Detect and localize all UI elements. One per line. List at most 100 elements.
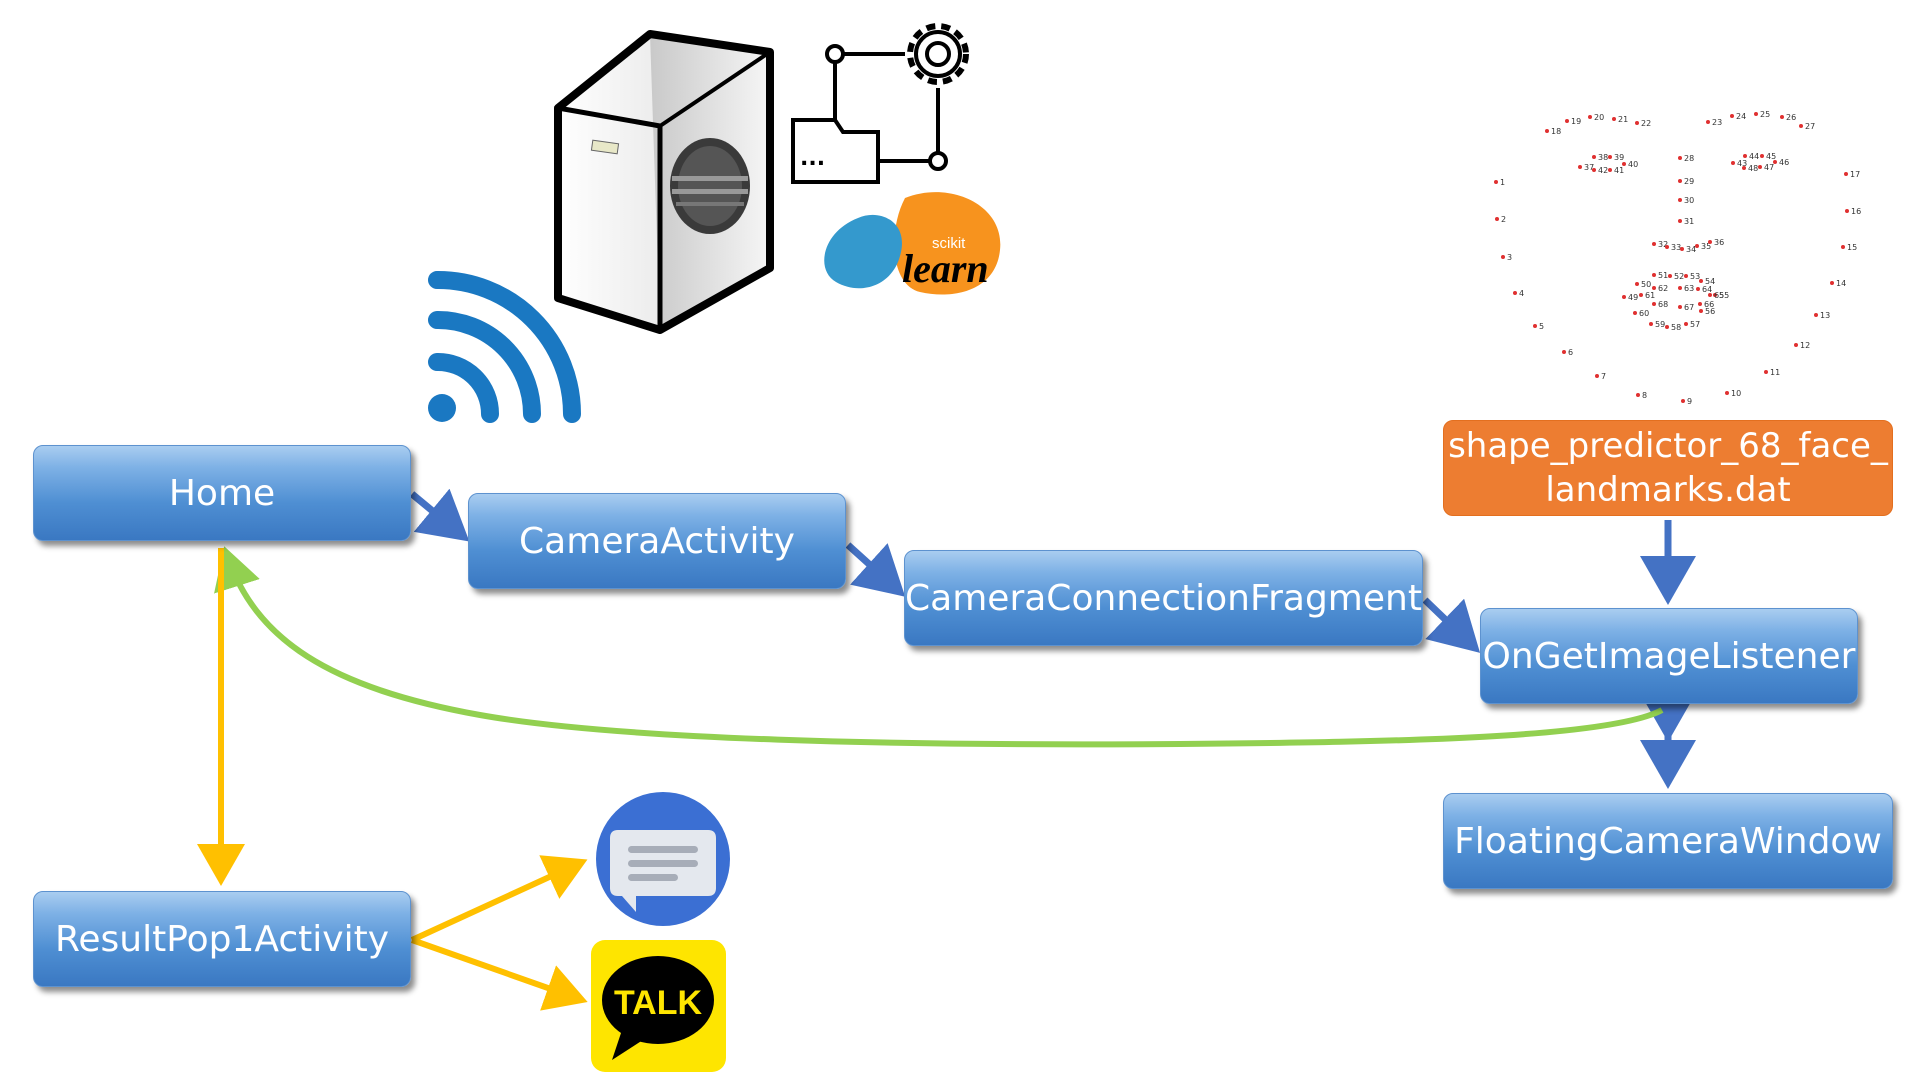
landmark-point [1592, 168, 1596, 172]
landmark-label: 9 [1687, 397, 1692, 406]
landmark-label: 34 [1686, 245, 1696, 254]
landmark-point [1743, 154, 1747, 158]
config-dots: ... [800, 146, 825, 171]
landmark-label: 11 [1770, 368, 1780, 377]
landmark-point [1699, 309, 1703, 313]
landmark-label: 12 [1800, 341, 1810, 350]
landmark-label: 66 [1704, 300, 1714, 309]
landmark-label: 63 [1684, 284, 1694, 293]
landmark-label: 64 [1702, 285, 1712, 294]
landmark-label: 7 [1601, 372, 1606, 381]
shape-predictor-line1: shape_predictor_68_face_ [1448, 426, 1888, 466]
landmark-label: 51 [1658, 271, 1668, 280]
landmark-label: 33 [1671, 243, 1681, 252]
landmark-label: 31 [1684, 217, 1694, 226]
landmark-point [1533, 324, 1537, 328]
landmark-label: 59 [1655, 320, 1665, 329]
landmark-point [1633, 311, 1637, 315]
landmark-label: 18 [1551, 127, 1561, 136]
camera-connection-fragment-label: CameraConnectionFragment [905, 577, 1422, 619]
landmark-label: 27 [1805, 122, 1815, 131]
landmark-point [1730, 114, 1734, 118]
landmark-point [1513, 291, 1517, 295]
landmark-label: 35 [1701, 242, 1711, 251]
landmark-point [1684, 274, 1688, 278]
landmark-label: 8 [1642, 391, 1647, 400]
node-camera-connection-fragment: CameraConnectionFragment [904, 550, 1423, 646]
landmark-label: 49 [1628, 293, 1638, 302]
landmark-label: 23 [1712, 118, 1722, 127]
landmark-point [1652, 286, 1656, 290]
landmark-point [1696, 287, 1700, 291]
landmark-label: 24 [1736, 112, 1746, 121]
landmark-label: 4 [1519, 289, 1524, 298]
messages-app-icon [596, 792, 730, 926]
landmark-point [1665, 325, 1669, 329]
landmark-point [1678, 179, 1682, 183]
landmark-point [1814, 313, 1818, 317]
landmark-point [1725, 391, 1729, 395]
landmark-label: 58 [1671, 323, 1681, 332]
landmark-point [1680, 247, 1684, 251]
landmark-label: 26 [1786, 113, 1796, 122]
scikit-learn-logo: scikit learn [824, 192, 1001, 295]
arrow-cameraactivity-to-fragment [845, 542, 906, 597]
landmark-point [1545, 129, 1549, 133]
landmark-point [1562, 350, 1566, 354]
landmark-label: 3 [1507, 253, 1512, 262]
landmark-label: 50 [1641, 280, 1651, 289]
landmark-label: 6 [1568, 348, 1573, 357]
arrow-result-to-kakaotalk [411, 937, 588, 1011]
landmark-point [1635, 121, 1639, 125]
landmark-point [1636, 393, 1640, 397]
landmark-point [1622, 162, 1626, 166]
kakaotalk-icon: TALK [591, 940, 726, 1072]
landmark-point [1595, 374, 1599, 378]
landmark-label: 21 [1618, 115, 1628, 124]
kakao-talk-label: TALK [614, 984, 703, 1022]
landmark-point [1684, 322, 1688, 326]
landmark-label: 20 [1594, 113, 1604, 122]
landmark-label: 62 [1658, 284, 1668, 293]
arrow-listener-to-home [214, 546, 1664, 748]
landmark-label: 43 [1737, 159, 1747, 168]
landmark-label: 42 [1598, 166, 1608, 175]
landmark-label: 56 [1705, 307, 1715, 316]
landmark-point [1678, 286, 1682, 290]
landmark-label: 36 [1714, 238, 1724, 247]
landmark-point [1501, 255, 1505, 259]
landmark-label: 10 [1731, 389, 1741, 398]
arrow-fragment-to-listener [1422, 597, 1481, 653]
landmark-point [1649, 322, 1653, 326]
landmark-point [1698, 302, 1702, 306]
landmark-point [1731, 161, 1735, 165]
landmark-label: 45 [1766, 152, 1776, 161]
landmark-label: 25 [1760, 110, 1770, 119]
landmark-point [1678, 305, 1682, 309]
node-on-get-image-listener: OnGetImageListener [1480, 608, 1858, 704]
landmark-point [1845, 209, 1849, 213]
gear-icon [907, 23, 969, 85]
landmark-label: 46 [1779, 158, 1789, 167]
landmark-point [1578, 165, 1582, 169]
landmark-label: 47 [1764, 163, 1774, 172]
landmark-label: 14 [1836, 279, 1846, 288]
landmark-label: 44 [1749, 152, 1759, 161]
node-camera-activity: CameraActivity [468, 493, 846, 589]
landmark-label: 17 [1850, 170, 1860, 179]
landmark-point [1612, 117, 1616, 121]
landmark-label: 1 [1500, 178, 1505, 187]
landmark-point [1639, 293, 1643, 297]
landmark-label: 57 [1690, 320, 1700, 329]
on-get-image-listener-label: OnGetImageListener [1482, 635, 1856, 677]
landmark-point [1494, 180, 1498, 184]
landmark-label: 55 [1719, 291, 1729, 300]
landmark-label: 16 [1851, 207, 1861, 216]
landmark-label: 30 [1684, 196, 1694, 205]
scikit-label: scikit [932, 235, 966, 252]
landmark-label: 54 [1705, 277, 1715, 286]
landmark-point [1652, 242, 1656, 246]
landmark-label: 40 [1628, 160, 1638, 169]
node-shape-predictor: shape_predictor_68_face_ landmarks.dat [1443, 420, 1893, 516]
